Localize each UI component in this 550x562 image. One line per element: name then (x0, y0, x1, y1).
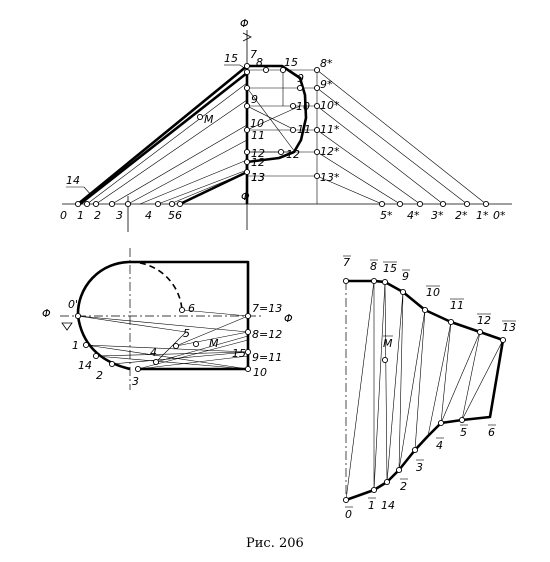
development-label-m: M (383, 337, 393, 350)
svg-text:4: 4 (145, 209, 152, 222)
svg-text:4: 4 (150, 346, 157, 359)
svg-text:7: 7 (343, 256, 350, 269)
svg-text:12: 12 (251, 147, 265, 160)
plan-arc-hidden (129, 261, 183, 311)
svg-text:9: 9 (251, 93, 258, 106)
svg-text:2: 2 (94, 209, 101, 222)
svg-text:8: 8 (256, 56, 263, 69)
svg-text:7=13: 7=13 (252, 302, 282, 315)
svg-text:0: 0 (345, 508, 352, 521)
svg-text:M: M (209, 337, 219, 350)
svg-text:3: 3 (416, 461, 423, 474)
plan-chords (77, 309, 249, 370)
svg-text:3*: 3* (431, 209, 444, 222)
svg-text:13*: 13* (320, 171, 340, 184)
plan-view: Φ Φ 0' 6 7=13 5 8=12 M 4 15 9=11 1 14 2 … (42, 248, 293, 390)
svg-text:15: 15 (232, 347, 246, 360)
svg-text:12: 12 (477, 314, 491, 327)
svg-text:Φ: Φ (284, 312, 293, 325)
svg-text:10: 10 (253, 366, 267, 379)
figure-caption: Рис. 206 (246, 536, 304, 551)
svg-text:0*: 0* (493, 209, 506, 222)
phi-axis-arrow (242, 32, 252, 42)
svg-text:13: 13 (502, 321, 516, 334)
svg-text:5: 5 (183, 327, 190, 340)
development-view: 7 8 15 9 10 11 12 13 0 1 14 2 3 4 5 6 (342, 255, 516, 521)
projection-lines (86, 69, 487, 205)
svg-text:8: 8 (370, 260, 377, 273)
svg-text:11: 11 (450, 299, 464, 312)
development-right-edge (461, 339, 505, 422)
label-m-front: M (204, 113, 214, 126)
svg-text:10: 10 (250, 117, 264, 130)
svg-text:12*: 12* (320, 145, 340, 158)
plan-arc-bottom (76, 315, 131, 371)
svg-text:10*: 10* (320, 99, 340, 112)
svg-text:3: 3 (132, 375, 139, 388)
svg-text:8*: 8* (320, 57, 333, 70)
development-top-labels: 7 8 15 9 10 11 12 13 (343, 255, 516, 334)
svg-text:7: 7 (250, 48, 257, 61)
front-edge-upper (79, 71, 248, 206)
svg-text:56: 56 (168, 209, 182, 222)
front-view: Φ Φ (60, 17, 512, 232)
phi-label-bottom: Φ (241, 190, 250, 203)
front-silhouette (77, 64, 308, 206)
svg-text:12: 12 (251, 156, 265, 169)
svg-text:6: 6 (188, 302, 195, 315)
svg-text:15: 15 (284, 56, 298, 69)
label-14-edge: 14 (66, 174, 80, 187)
development-bottom-labels: 0 1 14 2 3 4 5 6 (345, 424, 496, 521)
front-node-labels: 7 8 15 8* 9 9* 9 10 10* 10 11 11* 11 12 … (250, 48, 340, 184)
svg-text:3: 3 (116, 209, 123, 222)
plan-phi-mark (61, 322, 73, 331)
phi-label-top: Φ (240, 17, 249, 30)
svg-text:5*: 5* (380, 209, 393, 222)
svg-text:5: 5 (460, 426, 467, 439)
front-points (74, 62, 490, 208)
svg-text:Φ: Φ (42, 307, 51, 320)
svg-text:0': 0' (68, 298, 78, 311)
svg-text:1: 1 (72, 339, 79, 352)
svg-text:0: 0 (60, 209, 67, 222)
svg-text:2: 2 (96, 369, 103, 382)
svg-text:14: 14 (381, 499, 395, 512)
svg-text:12: 12 (286, 148, 300, 161)
svg-text:10: 10 (296, 100, 310, 113)
development-triangulation (345, 280, 504, 501)
front-baseline-labels: 0 1 2 3 4 56 5* 4* 3* 2* 1* 0* (60, 209, 506, 222)
svg-text:14: 14 (78, 359, 92, 372)
svg-text:4*: 4* (407, 209, 420, 222)
svg-text:6: 6 (488, 426, 495, 439)
svg-text:8=12: 8=12 (252, 328, 282, 341)
svg-text:9: 9 (297, 72, 304, 85)
svg-text:2: 2 (400, 480, 407, 493)
svg-text:10: 10 (426, 286, 440, 299)
development-points (342, 277, 507, 504)
svg-text:1*: 1* (476, 209, 489, 222)
svg-text:2*: 2* (455, 209, 468, 222)
svg-text:11: 11 (251, 129, 265, 142)
plan-arc-top (76, 260, 131, 317)
svg-text:9=11: 9=11 (252, 351, 282, 364)
svg-text:4: 4 (436, 439, 443, 452)
svg-text:15: 15 (383, 262, 397, 275)
svg-text:13: 13 (251, 171, 265, 184)
svg-text:11*: 11* (320, 123, 340, 136)
label-15-edge: 15 (224, 52, 238, 65)
svg-text:9: 9 (402, 270, 409, 283)
svg-text:1: 1 (77, 209, 84, 222)
plan-labels: Φ Φ 0' 6 7=13 5 8=12 M 4 15 9=11 1 14 2 … (42, 298, 293, 388)
svg-text:13: 13 (251, 171, 265, 184)
svg-text:1: 1 (368, 499, 375, 512)
plan-points (74, 306, 252, 373)
svg-text:9*: 9* (320, 78, 333, 91)
svg-text:11: 11 (297, 123, 311, 136)
